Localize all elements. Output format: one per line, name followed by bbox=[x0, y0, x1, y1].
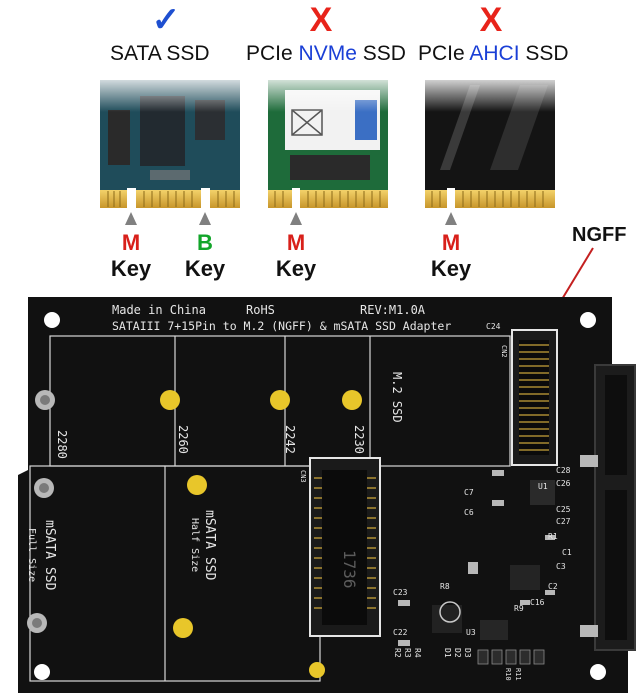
component-label: U3 bbox=[466, 628, 476, 637]
msata-half-sub-label: Half Size bbox=[189, 518, 200, 573]
key-letter: M bbox=[121, 230, 141, 255]
rohs-label: RoHS bbox=[246, 303, 275, 317]
component-label: C16 bbox=[530, 598, 545, 607]
component-label: C6 bbox=[464, 508, 474, 517]
component-label: D2 bbox=[453, 648, 462, 658]
m2-ssd-label: M.2 SSD bbox=[390, 372, 404, 423]
standoff-screw bbox=[27, 390, 55, 633]
component-label: R3 bbox=[403, 648, 412, 658]
component-label: C28 bbox=[556, 466, 571, 475]
component-label: R9 bbox=[514, 604, 524, 613]
ssd-type-label: PCIe NVMe SSD bbox=[246, 42, 406, 65]
component-label: R8 bbox=[440, 582, 450, 591]
key-pointer-icon bbox=[290, 212, 302, 225]
msata-full-sub-label: Full Size bbox=[26, 528, 37, 583]
size-2230-label: 2230 bbox=[352, 425, 366, 454]
m2-connector bbox=[511, 329, 558, 466]
msata-connector: 1736 bbox=[309, 457, 381, 637]
ssd-type-label: PCIe AHCI SSD bbox=[418, 42, 569, 65]
component-label: R1 bbox=[548, 532, 558, 541]
revision-label: REV:M1.0A bbox=[360, 303, 426, 317]
components bbox=[398, 470, 555, 665]
key-word: Key bbox=[184, 256, 226, 281]
component-label: C26 bbox=[556, 479, 571, 488]
sata-connector bbox=[580, 364, 636, 651]
board-description: SATAIII 7+15Pin to M.2 (NGFF) & mSATA SS… bbox=[112, 319, 452, 333]
component-label: C2 bbox=[548, 582, 558, 591]
component-label: C22 bbox=[393, 628, 408, 637]
component-label: R11 bbox=[514, 668, 522, 681]
component-label: C24 bbox=[486, 322, 501, 331]
component-label: R2 bbox=[393, 648, 402, 658]
size-2242-label: 2242 bbox=[283, 425, 297, 454]
ngff-callout-label: NGFF bbox=[572, 224, 627, 246]
key-letter: B bbox=[197, 230, 213, 255]
key-pointer-icon bbox=[445, 212, 457, 225]
svg-text:1736: 1736 bbox=[340, 550, 359, 589]
cross-icon: X bbox=[479, 1, 503, 39]
component-label: C23 bbox=[393, 588, 408, 597]
component-label: C3 bbox=[556, 562, 566, 571]
component-label: C25 bbox=[556, 505, 571, 514]
size-2260-label: 2260 bbox=[176, 425, 190, 454]
component-label: D1 bbox=[443, 648, 452, 658]
key-letter: M bbox=[286, 230, 306, 255]
key-word: Key bbox=[110, 256, 152, 281]
component-label: CN3 bbox=[299, 470, 307, 483]
key-letter: M bbox=[441, 230, 461, 255]
component-label: C27 bbox=[556, 517, 571, 526]
key-word: Key bbox=[430, 256, 472, 281]
key-pointer-icon bbox=[125, 212, 137, 225]
ssd-type-label: SATA SSD bbox=[110, 42, 210, 65]
made-in-label: Made in China bbox=[112, 303, 206, 317]
msata-half-label: mSATA SSD bbox=[202, 510, 217, 581]
component-label: C1 bbox=[562, 548, 572, 557]
key-pointer-icon bbox=[199, 212, 211, 225]
ssd-photos bbox=[90, 72, 570, 225]
component-label: C7 bbox=[464, 488, 474, 497]
msata-full-label: mSATA SSD bbox=[42, 520, 57, 591]
size-2280-label: 2280 bbox=[55, 430, 69, 459]
cross-icon: X bbox=[309, 1, 333, 39]
component-label: R10 bbox=[504, 668, 512, 681]
key-word: Key bbox=[275, 256, 317, 281]
component-label: D3 bbox=[463, 648, 472, 658]
component-label: U1 bbox=[538, 482, 548, 491]
component-label: CN2 bbox=[500, 345, 508, 358]
component-label: R4 bbox=[413, 648, 422, 658]
check-icon: ✓ bbox=[151, 1, 181, 39]
